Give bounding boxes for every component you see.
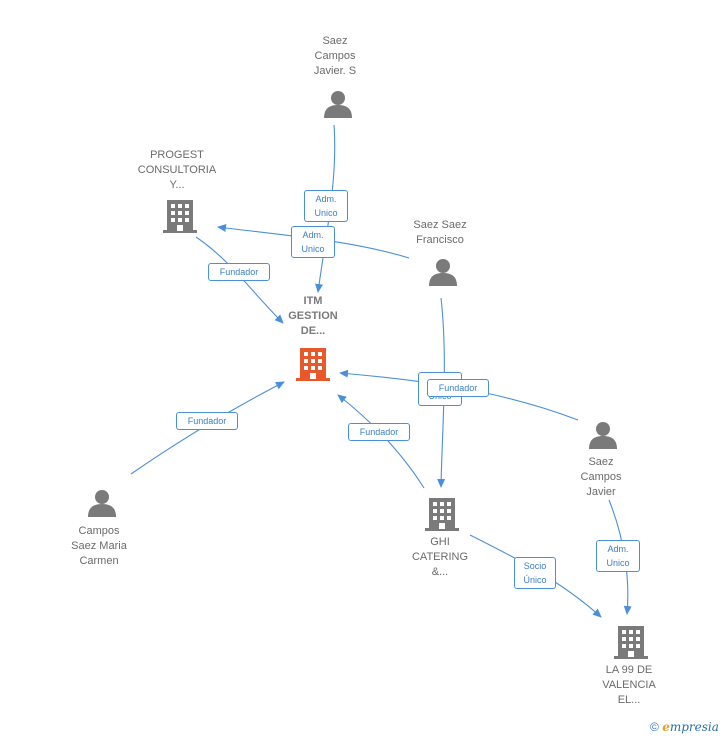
edge-label-adm-unico[interactable]: Adm.Unico [596,540,640,572]
person-icon[interactable] [86,488,118,518]
brand-logo: empresia [662,720,719,734]
edge-label-fundador[interactable]: Fundador [427,379,489,397]
edge-label-fundador[interactable]: Fundador [176,412,238,430]
edge-label-adm-unico[interactable]: Adm.Unico [291,226,335,258]
building-icon[interactable] [614,624,648,660]
edge-label-adm-unico[interactable]: Adm.Unico [304,190,348,222]
building-icon[interactable] [296,346,330,382]
edge-label-fundador[interactable]: Fundador [348,423,410,441]
person-icon[interactable] [322,89,354,119]
copyright-brand: © empresia [650,720,719,734]
edge-ghi-itm [337,394,425,489]
person-icon[interactable] [587,420,619,450]
copyright-icon: © [650,720,659,734]
building-icon[interactable] [163,198,197,234]
edge-label-fundador[interactable]: Fundador [208,263,270,281]
building-icon[interactable] [425,496,459,532]
person-icon[interactable] [427,257,459,287]
